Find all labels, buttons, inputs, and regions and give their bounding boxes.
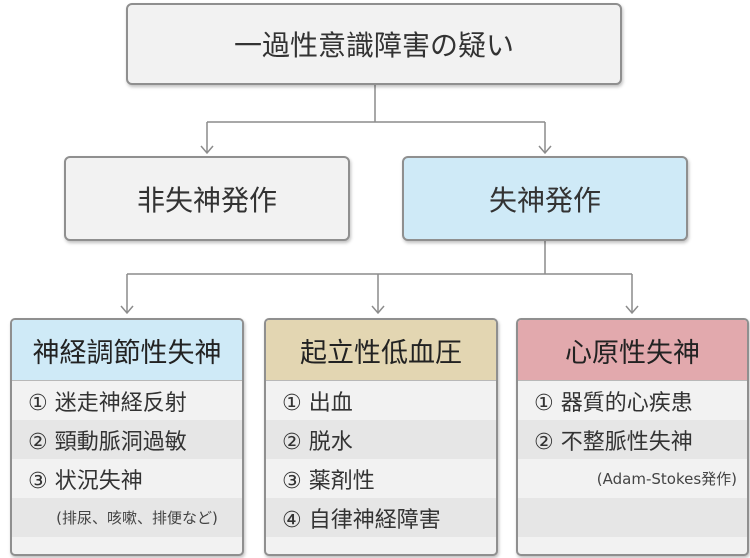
list-item: ④ 自律神経障害: [266, 498, 496, 537]
list-item: ① 器質的心疾患: [534, 390, 693, 416]
cardiogenic-syncope-card: 心原性失神 ① 器質的心疾患 ② 不整脈性失神 (Adam-Stokes発作): [516, 318, 749, 556]
card-title: 心原性失神: [518, 320, 747, 381]
top-box-label: 一過性意識障害の疑い: [233, 29, 514, 62]
non-syncope-label: 非失神発作: [136, 183, 277, 217]
list-item: ② 脱水: [266, 420, 496, 459]
list-item: ③ 状況失神: [28, 468, 143, 494]
list-item: ② 頸動脈洞過敏: [12, 420, 242, 459]
list-item-note: (排尿、咳嗽、排便など): [12, 498, 242, 537]
list-item: ② 不整脈性失神: [518, 420, 747, 459]
list-item: ① 出血: [282, 390, 353, 416]
empty-row: [518, 498, 747, 537]
syncope-label: 失神発作: [488, 183, 601, 217]
card-title: 起立性低血圧: [266, 320, 496, 381]
syncope-box: 失神発作: [402, 156, 688, 241]
list-item: ① 迷走神経反射: [28, 390, 187, 416]
non-syncope-box: 非失神発作: [64, 156, 350, 241]
card-title: 神経調節性失神: [12, 320, 242, 381]
suspected-transient-loss-of-consciousness-box: 一過性意識障害の疑い: [126, 3, 622, 85]
list-item: ③ 薬剤性: [282, 468, 375, 494]
list-item-note: (Adam-Stokes発作): [596, 470, 737, 488]
orthostatic-hypotension-card: 起立性低血圧 ① 出血 ② 脱水 ③ 薬剤性 ④ 自律神経障害: [264, 318, 498, 556]
neurally-mediated-syncope-card: 神経調節性失神 ① 迷走神経反射 ② 頸動脈洞過敏 ③ 状況失神 (排尿、咳嗽、…: [10, 318, 244, 556]
